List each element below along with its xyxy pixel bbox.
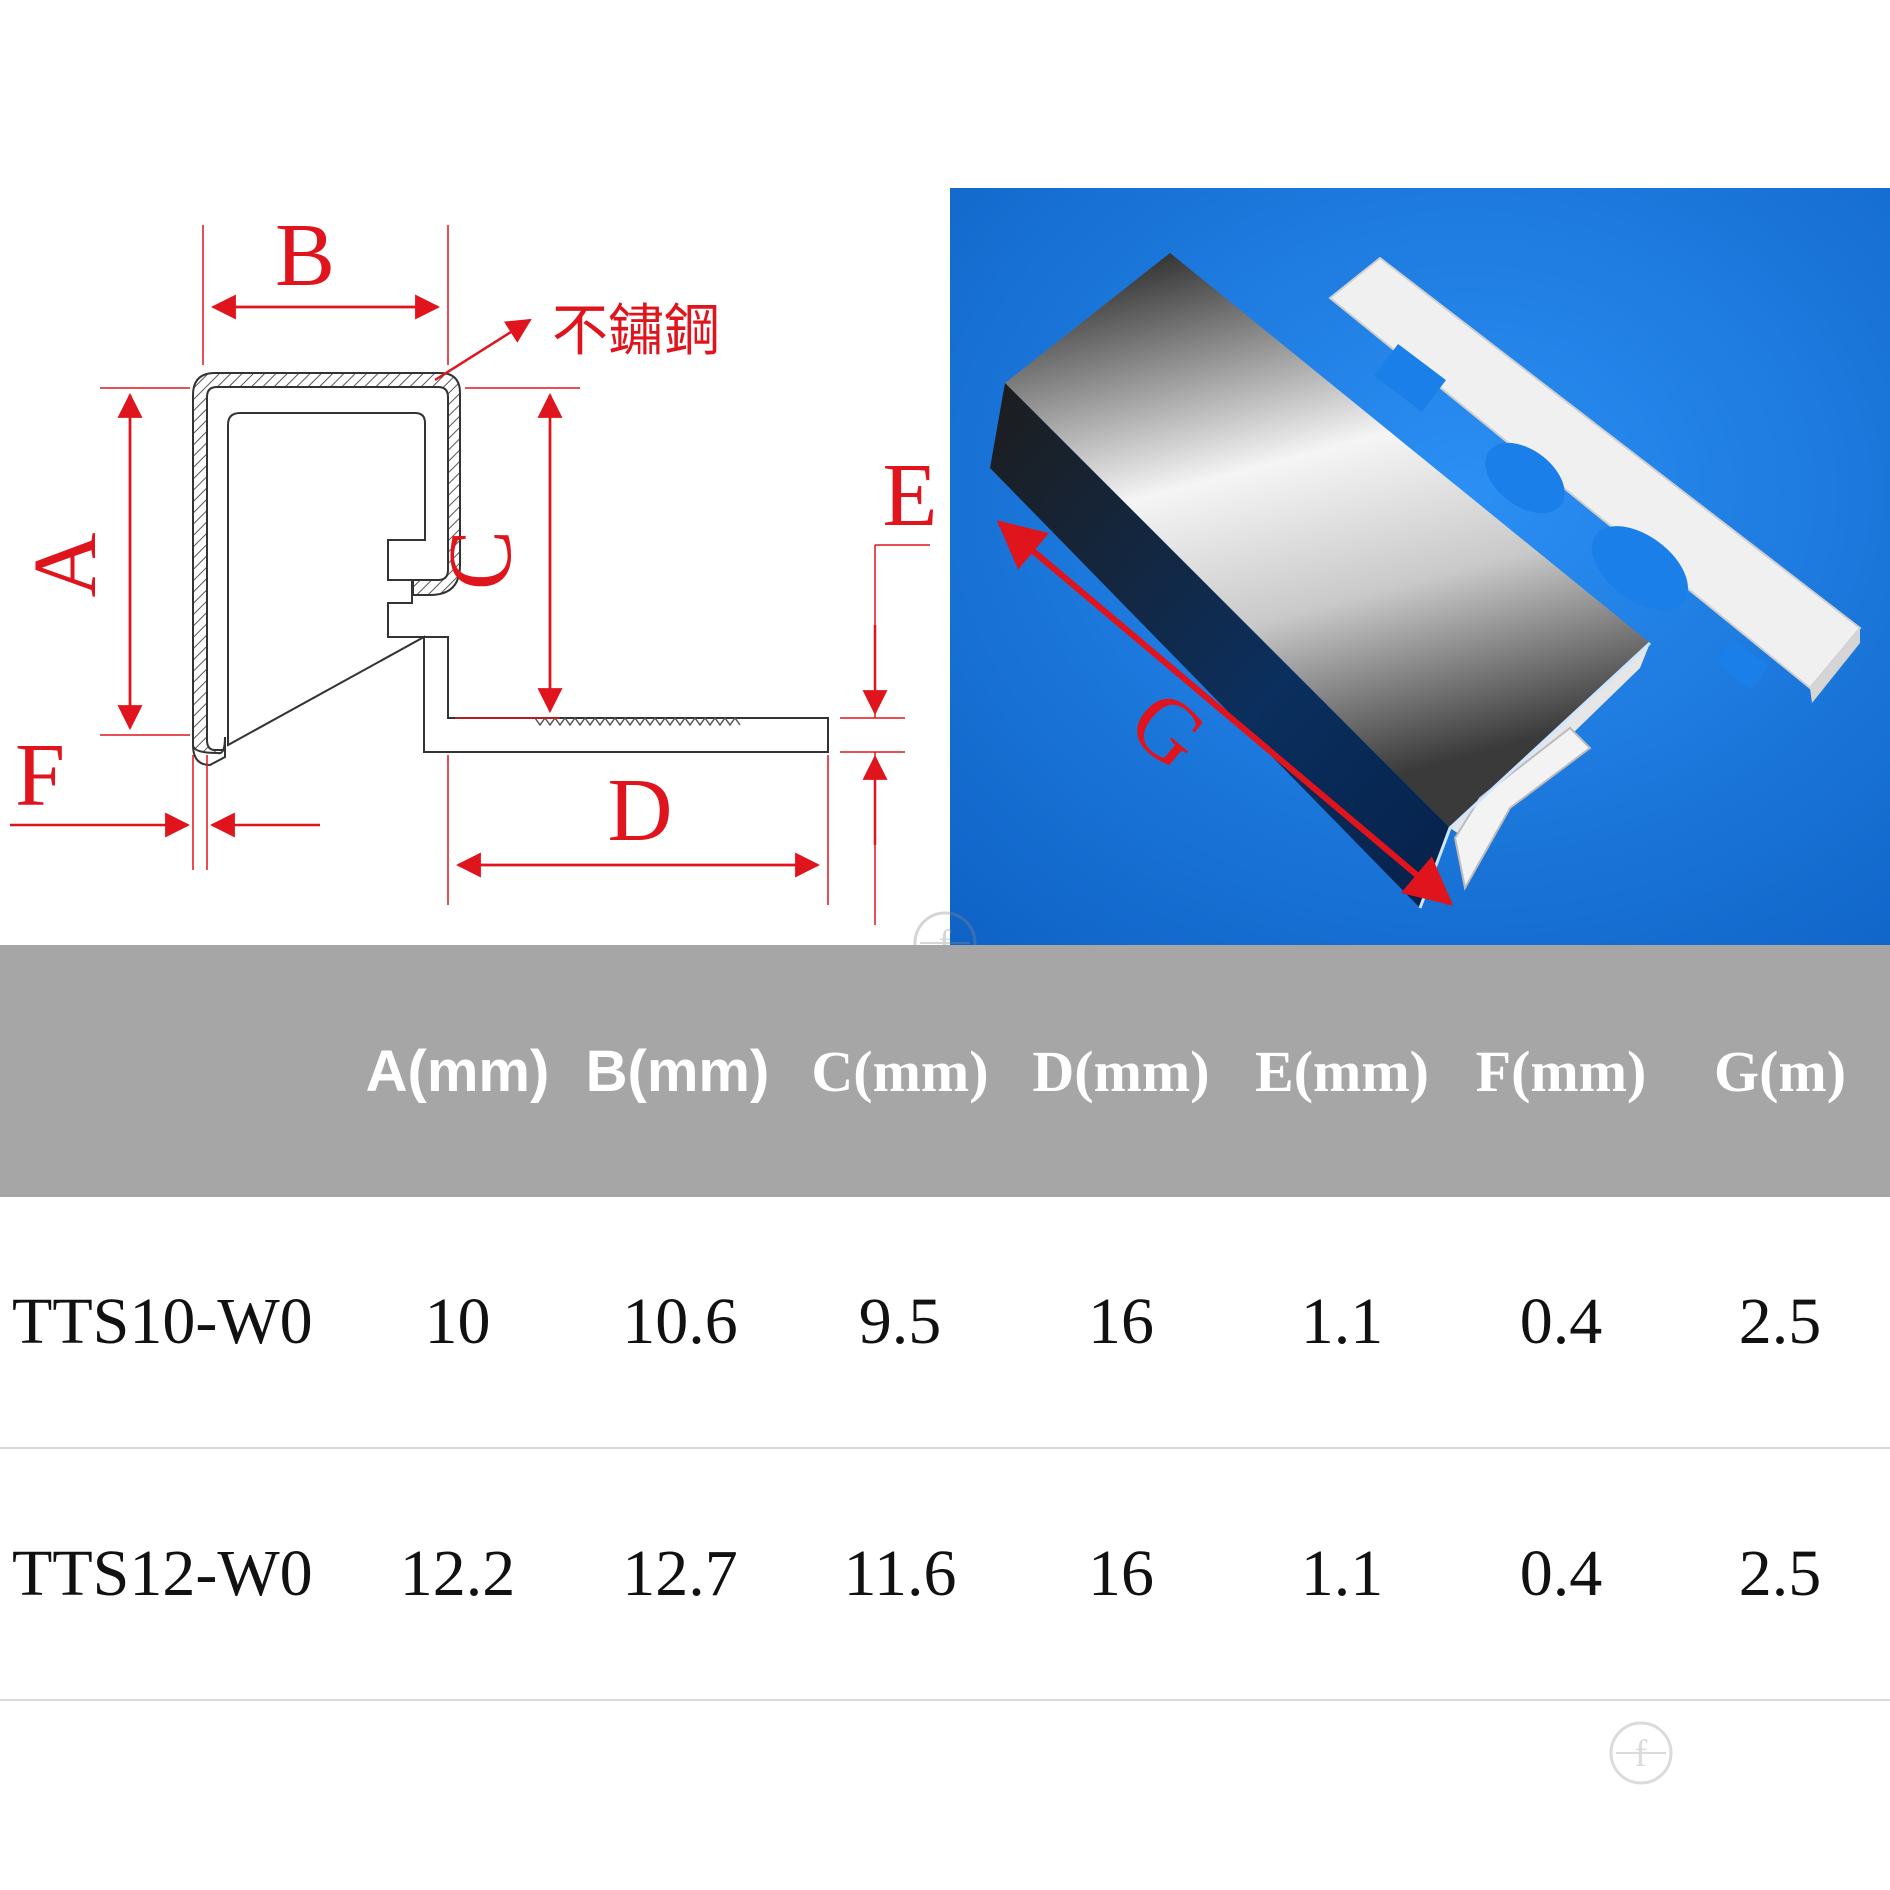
plastic-base (1328, 256, 1862, 703)
product-photo: G (950, 188, 1890, 946)
value-e: 1.1 (1300, 1537, 1384, 1610)
value-g: 2.5 (1738, 1285, 1822, 1358)
model-cell: TTS10-W0 (12, 1285, 313, 1358)
header-c: C(mm) (811, 1038, 989, 1104)
value-f: 0.4 (1519, 1537, 1603, 1610)
value-a: 10 (424, 1285, 491, 1358)
value-g: 2.5 (1738, 1537, 1822, 1610)
profile-cross-section-diagram: B A C D E F 不鏽鋼 (10, 206, 938, 925)
value-a: 12.2 (399, 1537, 516, 1610)
value-d: 16 (1088, 1537, 1154, 1610)
spec-table-header: A(mm) B(mm) C(mm) D(mm) E(mm) F(mm) G(m) (0, 945, 1890, 1197)
value-c: 11.6 (843, 1537, 957, 1610)
value-d: 16 (1088, 1285, 1154, 1358)
model-cell: TTS12-W0 (12, 1537, 313, 1610)
header-f: F(mm) (1475, 1038, 1647, 1104)
header-d: D(mm) (1032, 1038, 1210, 1104)
header-a: A(mm) (365, 1038, 550, 1104)
dim-label-a: A (16, 533, 115, 598)
value-f: 0.4 (1519, 1285, 1603, 1358)
svg-text:f: f (1635, 1733, 1648, 1775)
header-g: G(m) (1713, 1038, 1847, 1104)
header-b: B(mm) (585, 1038, 770, 1104)
serration (534, 716, 741, 727)
plastic-core (227, 412, 829, 753)
dim-label-f: F (15, 726, 65, 825)
value-b: 12.7 (622, 1537, 738, 1610)
material-label: 不鏽鋼 (552, 299, 720, 364)
dim-label-e: E (883, 446, 938, 545)
steel-profile (990, 253, 1652, 909)
value-b: 10.6 (622, 1285, 738, 1358)
table-row: TTS10-W0 10 10.6 9.5 16 1.1 0.4 2.5 (0, 1197, 1890, 1449)
table-row: TTS12-W0 12.2 12.7 11.6 16 1.1 0.4 2.5 (0, 1449, 1890, 1701)
dim-label-b: B (275, 206, 335, 305)
header-e: E(mm) (1255, 1038, 1429, 1104)
logo-circle-icon: f (1609, 1721, 1673, 1785)
dim-label-c: C (431, 530, 530, 590)
value-c: 9.5 (858, 1285, 942, 1358)
value-e: 1.1 (1300, 1285, 1384, 1358)
dim-label-d: D (608, 761, 673, 860)
dimension-arrows (10, 294, 888, 878)
